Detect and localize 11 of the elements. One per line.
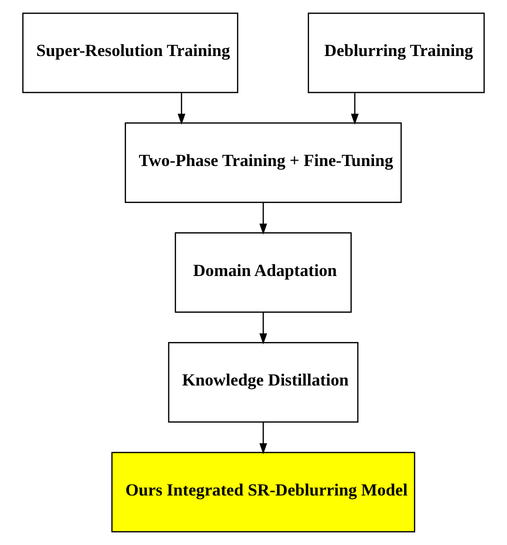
arrow [259,312,268,344]
node-box: Ours Integrated SR-Deblurring Model [111,452,416,532]
arrow [259,202,268,235]
arrow [259,422,268,454]
node-box: Deblurring Training [308,12,485,94]
node-box: Two-Phase Training + Fine-Tuning [124,122,402,203]
node-box: Knowledge Distillation [168,342,358,423]
arrow [350,92,359,125]
node-box: Domain Adaptation [174,232,352,313]
node-box: Super-Resolution Training [22,12,238,94]
arrow [178,92,186,125]
